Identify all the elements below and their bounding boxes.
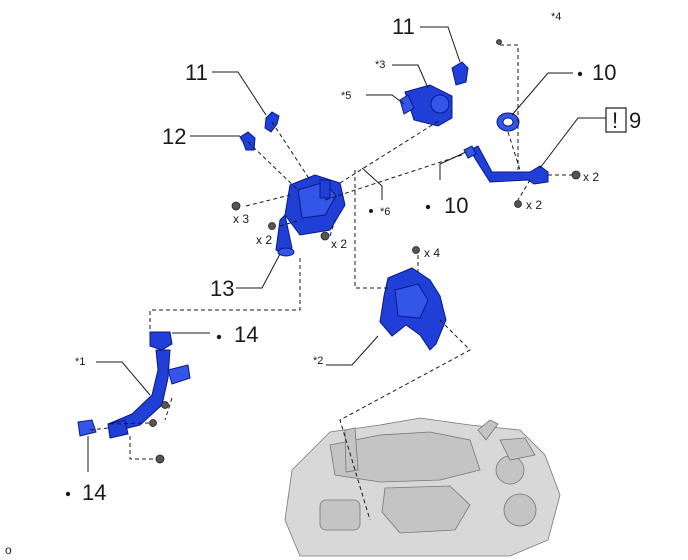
qty-x4: x 4 — [424, 246, 440, 260]
figure-code: o — [5, 543, 12, 557]
callout-10-mid: 10 — [444, 193, 468, 218]
note-4: *4 — [551, 11, 561, 23]
engine-assembly — [284, 417, 561, 557]
callout-11-left: 11 — [185, 60, 208, 85]
pipe-1 — [107, 331, 191, 439]
bullet-14-lower — [65, 491, 71, 497]
note-1: *1 — [75, 356, 85, 368]
bullet-10-mid — [425, 204, 431, 210]
callout-14-lower: 14 — [82, 480, 106, 505]
bracket-2-face — [394, 283, 429, 319]
qty-x2-b: x 2 — [331, 237, 347, 251]
callout-9: 9 — [629, 108, 641, 133]
qty-x2-d: x 2 — [526, 198, 542, 212]
note-2: *2 — [313, 355, 323, 367]
qty-x2-c: x 2 — [583, 170, 599, 184]
bullet-14-upper — [216, 334, 222, 340]
callout-10-top: 10 — [592, 60, 616, 85]
note-5: *5 — [341, 90, 351, 102]
caution-box — [605, 107, 627, 133]
leader-lines — [87, 26, 606, 472]
hose-12 — [239, 131, 256, 151]
hose-11-top — [451, 61, 469, 86]
dashed-guides — [89, 44, 572, 521]
callout-14-upper: 14 — [234, 322, 258, 347]
fasteners — [149, 39, 581, 464]
note-3: *3 — [375, 59, 385, 71]
bullet-note-6 — [369, 209, 373, 213]
gasket-14-lower — [77, 419, 97, 437]
caution-mark: ! — [612, 108, 618, 133]
qty-x2-a: x 2 — [256, 233, 272, 247]
note-6: *6 — [380, 206, 390, 218]
egr-valve — [399, 84, 453, 127]
bullet-10-top — [577, 71, 583, 77]
gasket-10-top — [496, 112, 520, 132]
qty-x3: x 3 — [233, 212, 249, 226]
callout-13: 13 — [210, 276, 234, 301]
pipe-9 — [469, 145, 549, 185]
gasket-10-small — [463, 145, 477, 159]
callout-12: 12 — [162, 124, 186, 149]
callout-11-top: 11 — [392, 14, 415, 39]
egr-cooler-assembly — [275, 174, 346, 257]
